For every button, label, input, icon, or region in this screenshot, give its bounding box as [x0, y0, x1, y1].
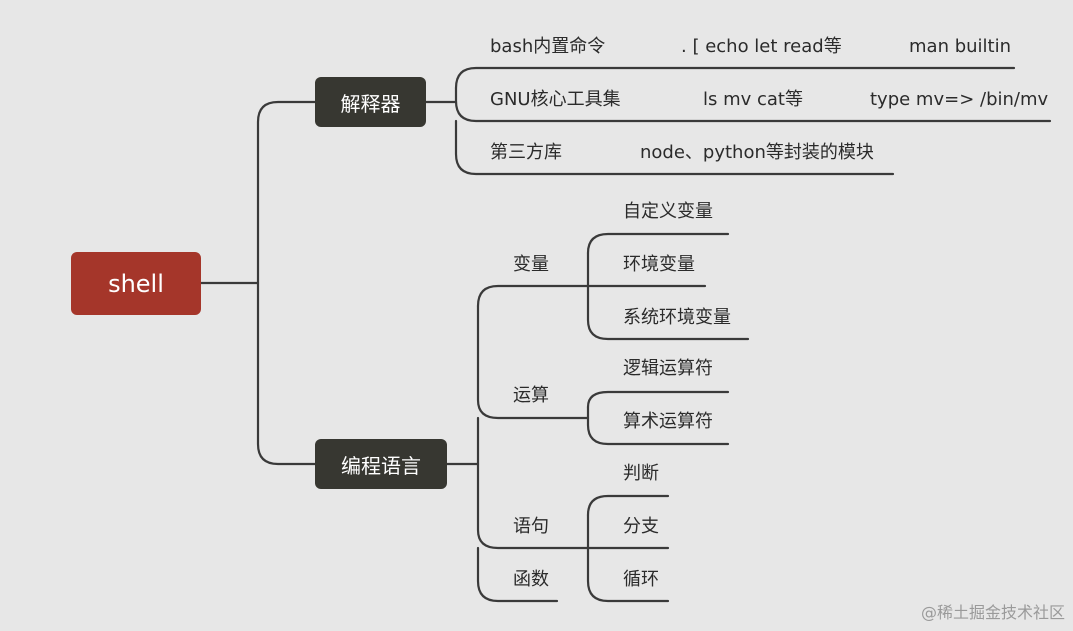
watermark: @稀土掘金技术社区 — [920, 603, 1065, 622]
third-party-examples: node、python等封装的模块 — [640, 142, 874, 163]
operation-item: 逻辑运算符 — [623, 358, 713, 379]
root-node: shell — [71, 252, 201, 315]
gnu-coreutils-examples: ls mv cat等 — [703, 89, 803, 110]
gnu-coreutils-label: GNU核心工具集 — [490, 89, 621, 110]
bash-builtin-help: man builtin — [909, 36, 1011, 57]
root-label: shell — [108, 269, 164, 298]
statement-item: 判断 — [623, 463, 659, 484]
variable-item: 自定义变量 — [623, 201, 713, 222]
operations-label: 运算 — [513, 385, 549, 406]
statements-label: 语句 — [513, 516, 549, 537]
variable-item: 环境变量 — [623, 254, 695, 275]
statement-item: 循环 — [623, 569, 659, 590]
variables-label: 变量 — [513, 254, 549, 275]
programming-language-label: 编程语言 — [341, 453, 421, 478]
operation-item: 算术运算符 — [623, 411, 713, 432]
programming-language-node: 编程语言 — [315, 439, 447, 489]
statement-item: 分支 — [623, 516, 659, 537]
bash-builtin-label: bash内置命令 — [490, 36, 606, 57]
functions-label: 函数 — [513, 569, 549, 590]
variable-item: 系统环境变量 — [623, 307, 731, 328]
bash-builtin-examples: . [ echo let read等 — [681, 36, 842, 57]
interpreter-node: 解释器 — [315, 77, 426, 127]
gnu-coreutils-type: type mv=> /bin/mv — [870, 89, 1049, 110]
interpreter-label: 解释器 — [340, 91, 401, 116]
third-party-label: 第三方库 — [490, 142, 562, 163]
